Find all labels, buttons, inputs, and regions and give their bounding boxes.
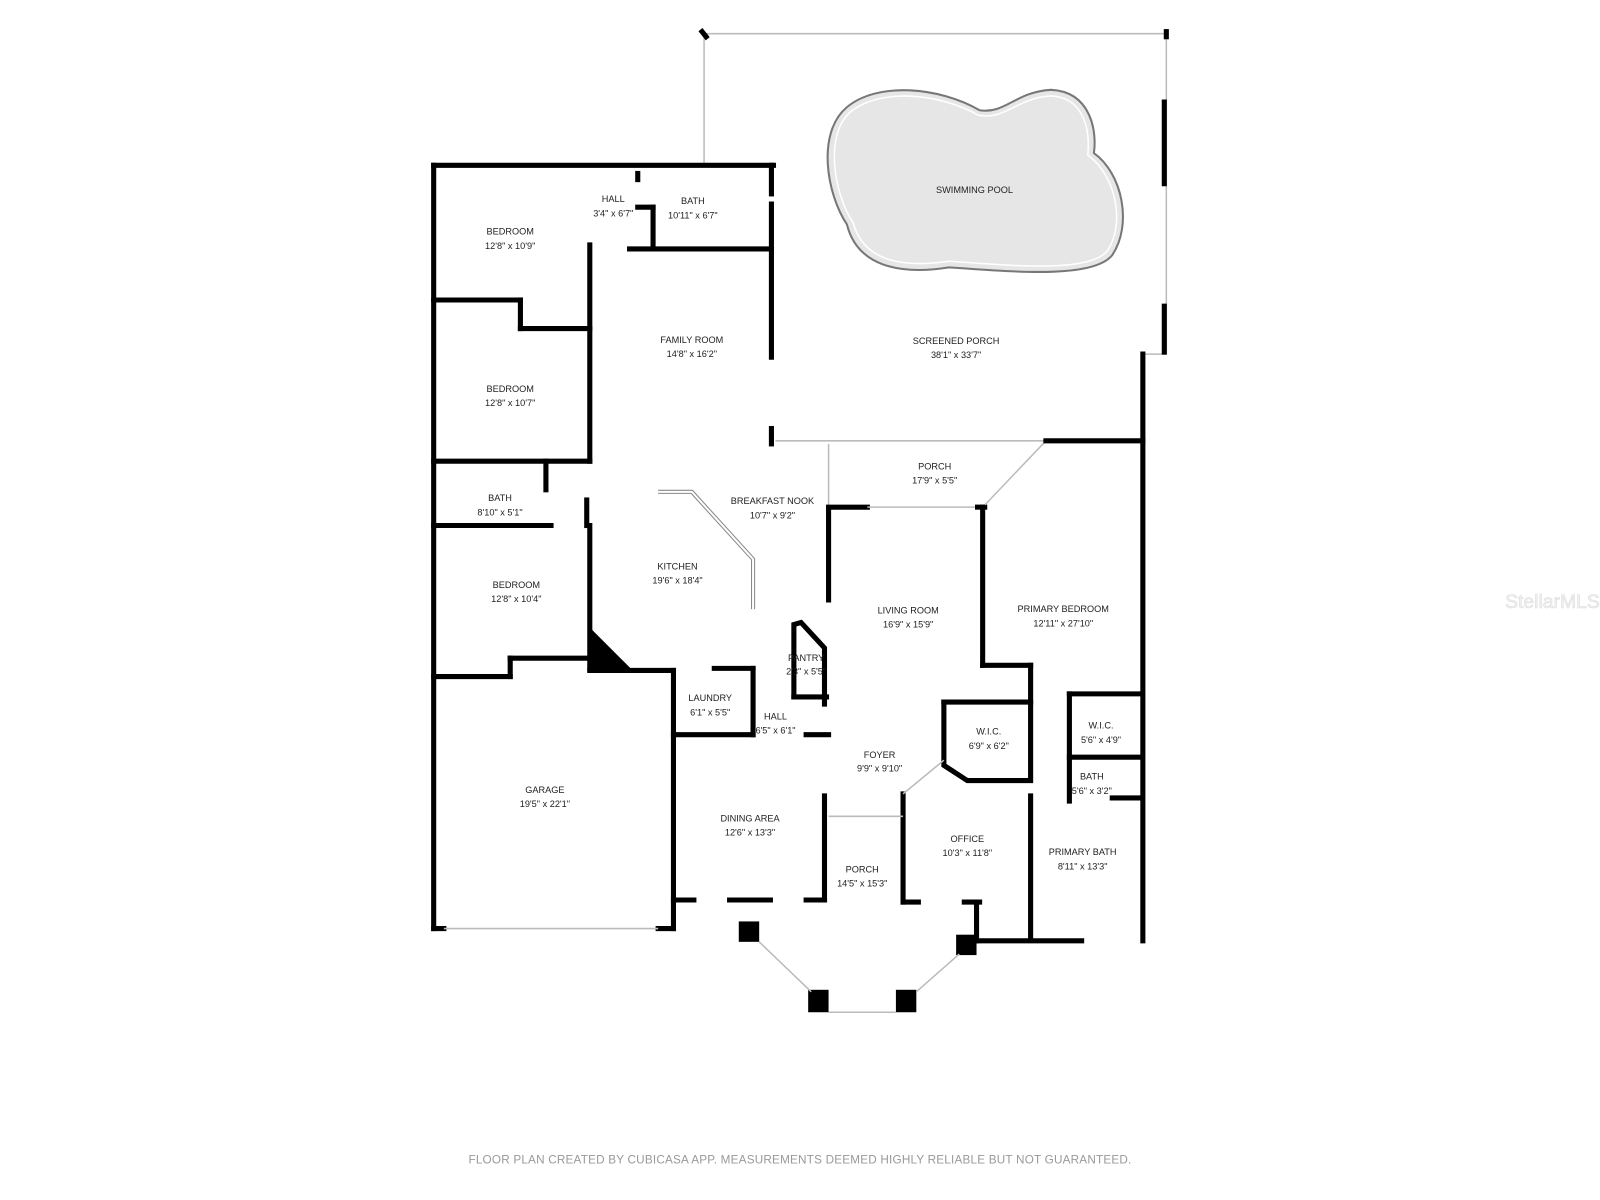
room-size: 17'9" x 5'5": [912, 476, 957, 486]
footer-disclaimer: FLOOR PLAN CREATED BY CUBICASA APP. MEAS…: [468, 1153, 1131, 1166]
room-size: 2'3" x 5'5": [786, 666, 826, 676]
room-size: 12'8" x 10'7": [485, 398, 535, 408]
room-size: 12'11" x 27'10": [1033, 619, 1093, 629]
room-label: PRIMARY BEDROOM: [1018, 604, 1109, 614]
room-label: BEDROOM: [487, 227, 534, 237]
room-size: 12'8" x 10'4": [491, 594, 541, 604]
room-size: 6'5" x 6'1": [755, 726, 795, 736]
room-label: OFFICE: [951, 834, 985, 844]
room-label: BEDROOM: [487, 384, 534, 394]
room-label: W.I.C.: [976, 727, 1001, 737]
stellar-mls-watermark: StellarMLS: [1505, 591, 1600, 613]
room-label: SCREENED PORCH: [913, 336, 1000, 346]
room-label: KITCHEN: [657, 561, 697, 571]
room-size: 6'1" x 5'5": [690, 707, 730, 717]
room-size: 8'10" x 5'1": [477, 507, 522, 517]
room-size: 3'4" x 6'7": [593, 208, 633, 218]
room-label: BREAKFAST NOOK: [731, 496, 815, 506]
room-label: DINING AREA: [720, 813, 780, 823]
room-label: BATH: [1080, 772, 1104, 782]
room-size: 9'9" x 9'10": [857, 763, 902, 773]
room-size: 10'11" x 6'7": [668, 210, 718, 220]
room-size: 10'7" x 9'2": [750, 510, 795, 520]
room-label: FAMILY ROOM: [660, 335, 723, 345]
room-label: PANTRY: [788, 653, 824, 663]
room-label: FOYER: [864, 750, 896, 760]
room-label: PORCH: [918, 461, 951, 471]
room-size: 8'11" x 13'3": [1058, 861, 1108, 871]
room-size: 19'6" x 18'4": [652, 576, 702, 586]
room-label: SWIMMING POOL: [936, 185, 1013, 195]
room-size: 12'8" x 10'9": [485, 241, 535, 251]
room-size: 14'5" x 15'3": [837, 879, 887, 889]
room-label: PORCH: [846, 864, 879, 874]
room-size: 14'8" x 16'2": [667, 349, 717, 359]
room-size: 5'6" x 4'9": [1081, 735, 1121, 745]
room-label: PRIMARY BATH: [1049, 847, 1117, 857]
room-size: 19'5" x 22'1": [520, 799, 570, 809]
room-label: W.I.C.: [1089, 721, 1114, 731]
room-label: HALL: [602, 194, 625, 204]
room-label: HALL: [764, 711, 787, 721]
room-label: LAUNDRY: [688, 693, 732, 703]
room-label: GARAGE: [525, 785, 564, 795]
room-size: 16'9" x 15'9": [883, 620, 933, 630]
room-label: LIVING ROOM: [878, 605, 939, 615]
room-labels: BEDROOM 12'8" x 10'9" HALL 3'4" x 6'7" BAT…: [477, 185, 1121, 889]
walls: [431, 162, 1146, 1014]
room-size: 6'9" x 6'2": [969, 741, 1009, 751]
room-size: 12'6" x 13'3": [725, 828, 775, 838]
screened-porch-enclosure: [698, 28, 1169, 442]
room-label: BEDROOM: [493, 580, 540, 590]
room-size: 5'6" x 3'2": [1072, 786, 1112, 796]
room-size: 38'1" x 33'7": [931, 350, 981, 360]
room-label: BATH: [488, 493, 512, 503]
swimming-pool: [826, 88, 1124, 273]
room-size: 10'3" x 11'8": [943, 848, 993, 858]
room-label: BATH: [681, 196, 705, 206]
